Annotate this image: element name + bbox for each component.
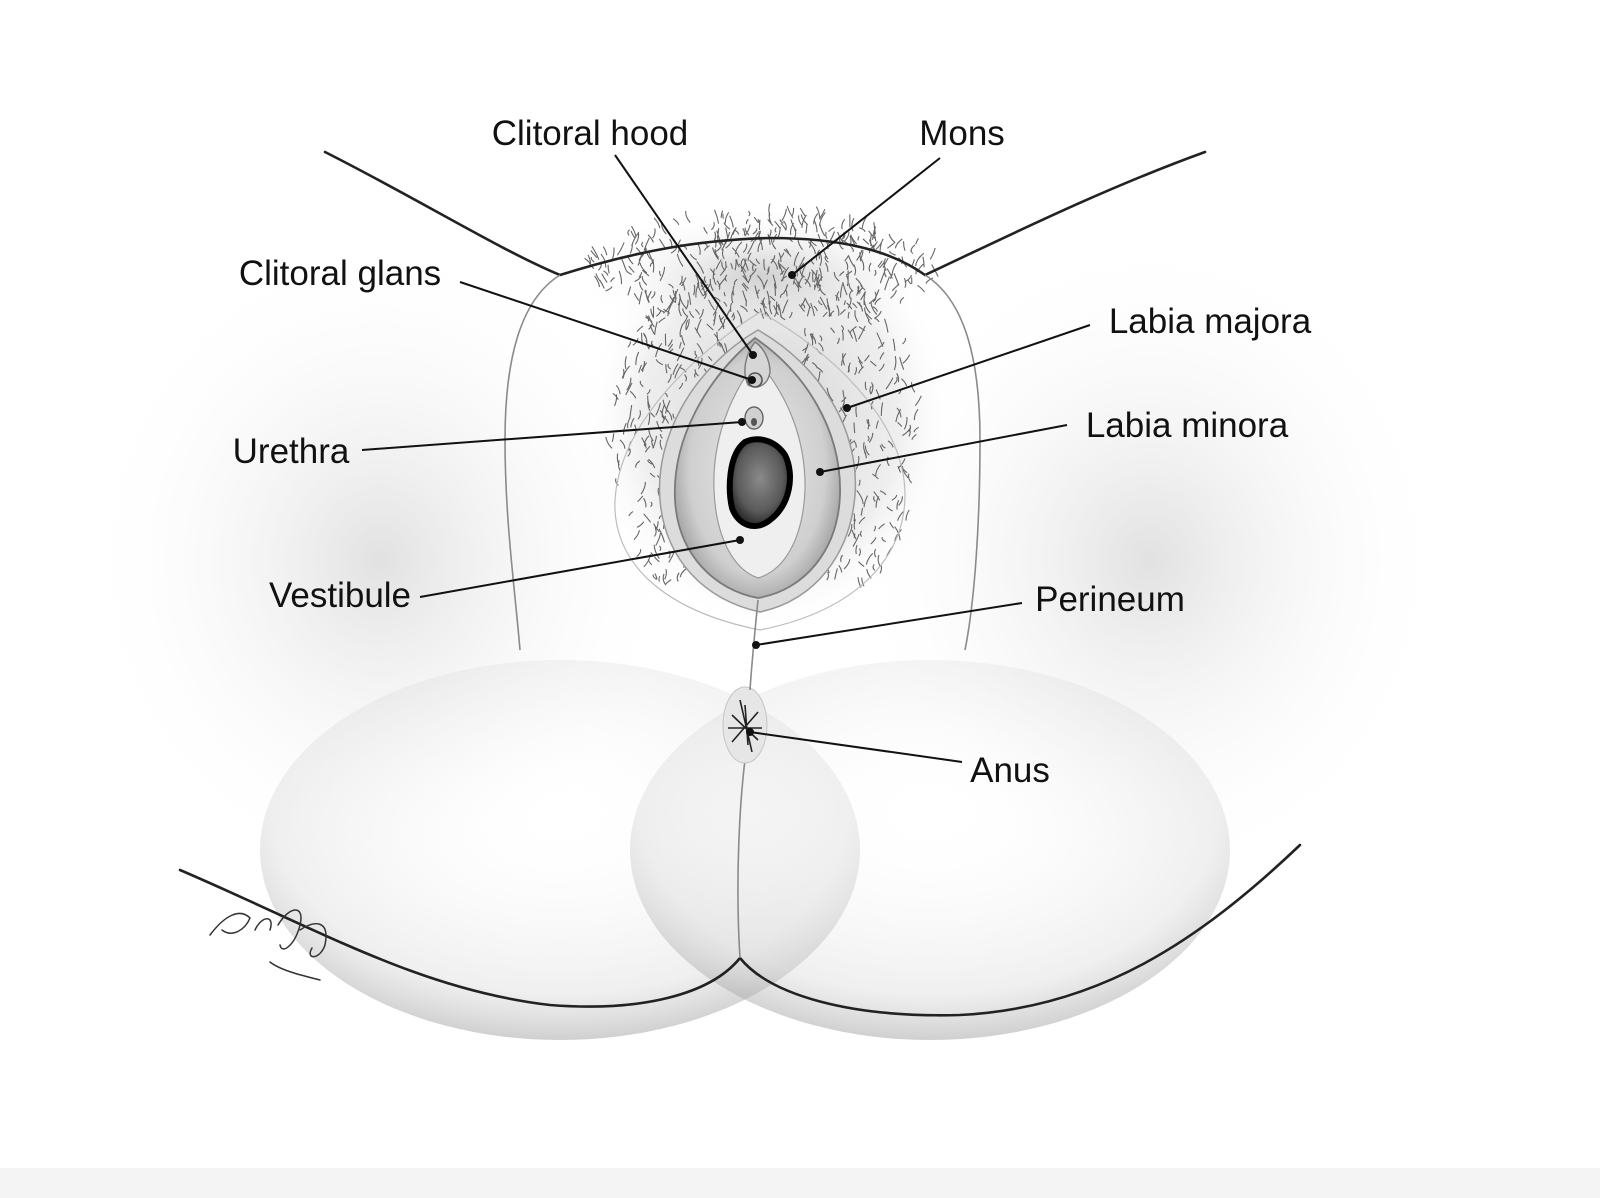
label-perineum: Perineum <box>1035 580 1185 619</box>
vaginal-opening-shape <box>726 436 793 529</box>
label-mons-group: Mons <box>788 114 1005 279</box>
label-clitoral-hood: Clitoral hood <box>492 114 689 153</box>
label-labia-minora: Labia minora <box>1086 406 1289 445</box>
label-anus: Anus <box>970 751 1050 790</box>
hair-strokes <box>584 203 939 588</box>
label-labia-majora: Labia majora <box>1109 302 1312 341</box>
label-anus-group: Anus <box>746 728 1050 790</box>
anus-shape <box>722 686 768 764</box>
label-labia-majora-group: Labia majora <box>843 302 1312 412</box>
body-outline <box>178 150 1302 1017</box>
urethra-shape <box>744 406 764 430</box>
label-perineum-group: Perineum <box>752 580 1185 649</box>
hair-texture <box>584 203 939 588</box>
label-labia-minora-group: Labia minora <box>816 406 1289 476</box>
label-urethra: Urethra <box>233 432 350 471</box>
label-vestibule-group: Vestibule <box>269 536 744 615</box>
label-mons: Mons <box>919 114 1005 153</box>
label-clitoral-glans-group: Clitoral glans <box>239 254 756 384</box>
label-clitoral-glans: Clitoral glans <box>239 254 441 293</box>
bottom-band <box>0 1168 1600 1198</box>
label-clitoral-hood-group: Clitoral hood <box>492 114 757 359</box>
artist-signature <box>209 909 327 981</box>
label-urethra-group: Urethra <box>233 418 746 471</box>
body-shading <box>80 205 1450 1040</box>
label-vestibule: Vestibule <box>269 576 411 615</box>
